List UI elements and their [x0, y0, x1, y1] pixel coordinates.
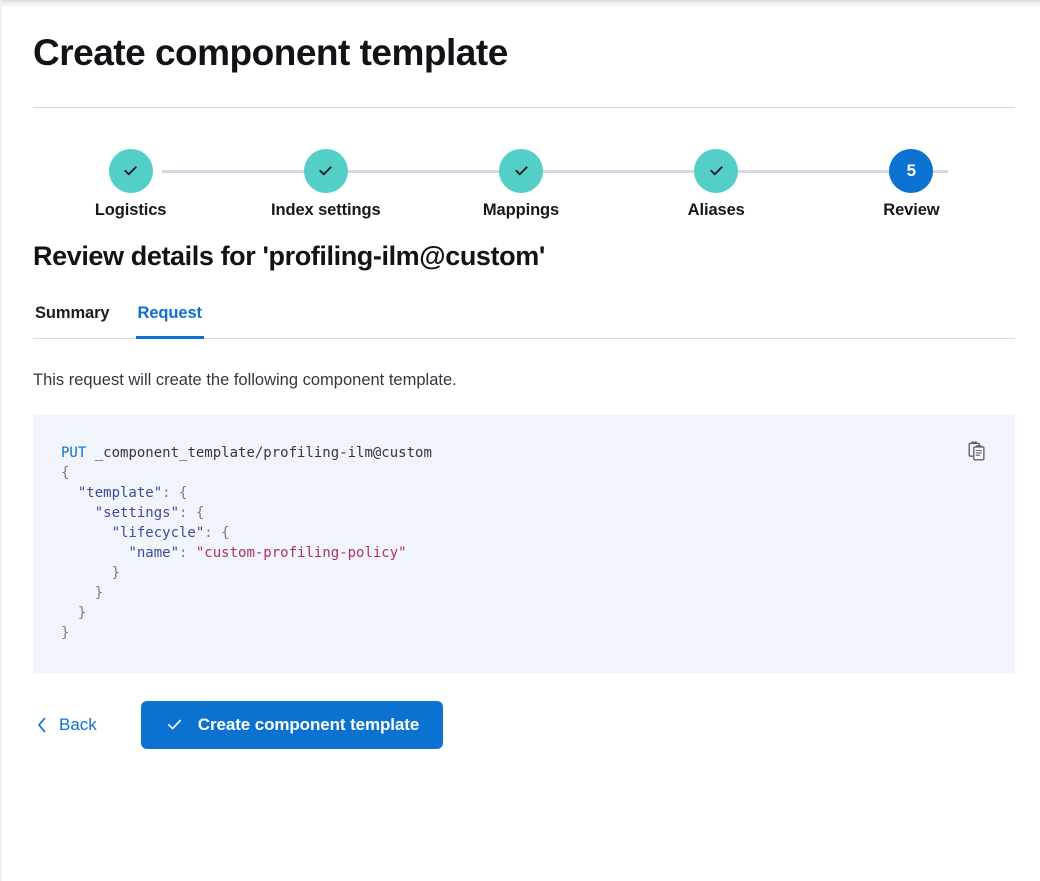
json-key-settings: "settings" [94, 504, 180, 521]
window-left-edge [0, 0, 2, 881]
tab-summary[interactable]: Summary [35, 303, 110, 322]
check-icon [514, 166, 528, 176]
content-area: Create component template Logistics [2, 31, 1040, 749]
request-code-text: PUT _component_template/profiling-ilm@cu… [61, 444, 432, 641]
request-method: PUT [61, 444, 87, 461]
step-circle-complete [694, 148, 739, 193]
back-button[interactable]: Back [33, 709, 99, 741]
create-component-template-button[interactable]: Create component template [140, 700, 444, 749]
window-top-edge [0, 0, 1040, 7]
check-icon [124, 166, 137, 176]
copy-clipboard-icon [968, 441, 985, 461]
check-icon [167, 719, 181, 730]
step-index-settings[interactable]: Index settings [228, 148, 423, 220]
step-label-aliases: Aliases [687, 200, 745, 219]
json-value-name: "custom-profiling-policy" [195, 544, 407, 561]
page-container: Create component template Logistics [2, 7, 1040, 881]
step-aliases[interactable]: Aliases [619, 148, 814, 220]
request-code-block: PUT _component_template/profiling-ilm@cu… [33, 414, 1015, 673]
step-track: Logistics Index settings [33, 148, 1009, 220]
back-button-label: Back [59, 714, 97, 734]
copy-request-button[interactable] [965, 440, 989, 464]
tab-request[interactable]: Request [135, 300, 204, 339]
step-connector-4 [752, 169, 948, 173]
review-tabs: Summary Request [33, 300, 1015, 339]
wizard-stepper: Logistics Index settings [33, 148, 1009, 223]
step-connector-2 [359, 169, 555, 173]
step-circle-complete [499, 148, 543, 193]
json-key-name: "name" [128, 544, 180, 561]
create-component-template-label: Create component template [197, 714, 420, 734]
page-title: Create component template [33, 32, 508, 73]
step-label-mappings: Mappings [482, 200, 560, 219]
step-logistics[interactable]: Logistics [33, 148, 228, 220]
step-label-index-settings: Index settings [271, 200, 381, 219]
request-path: _component_template/profiling-ilm@custom [94, 444, 432, 461]
step-number: 5 [906, 161, 917, 181]
check-icon [710, 166, 723, 176]
step-circle-current: 5 [889, 148, 934, 193]
step-connector-1 [162, 169, 359, 173]
check-icon [319, 166, 332, 176]
chevron-left-icon [38, 717, 46, 733]
step-circle-complete [303, 148, 348, 193]
json-key-lifecycle: "lifecycle" [111, 524, 205, 541]
step-circle-complete [108, 148, 153, 193]
step-review[interactable]: 5 Review [814, 148, 1009, 220]
step-label-logistics: Logistics [94, 200, 167, 219]
wizard-footer: Back Create component template [33, 700, 1009, 749]
title-divider [33, 106, 1015, 108]
request-description: This request will create the following c… [33, 370, 457, 389]
review-heading: Review details for 'profiling-ilm@custom… [33, 240, 545, 271]
step-label-review: Review [883, 200, 940, 219]
json-key-template: "template" [77, 484, 163, 501]
step-connector-3 [555, 169, 752, 173]
step-mappings[interactable]: Mappings [423, 148, 618, 220]
